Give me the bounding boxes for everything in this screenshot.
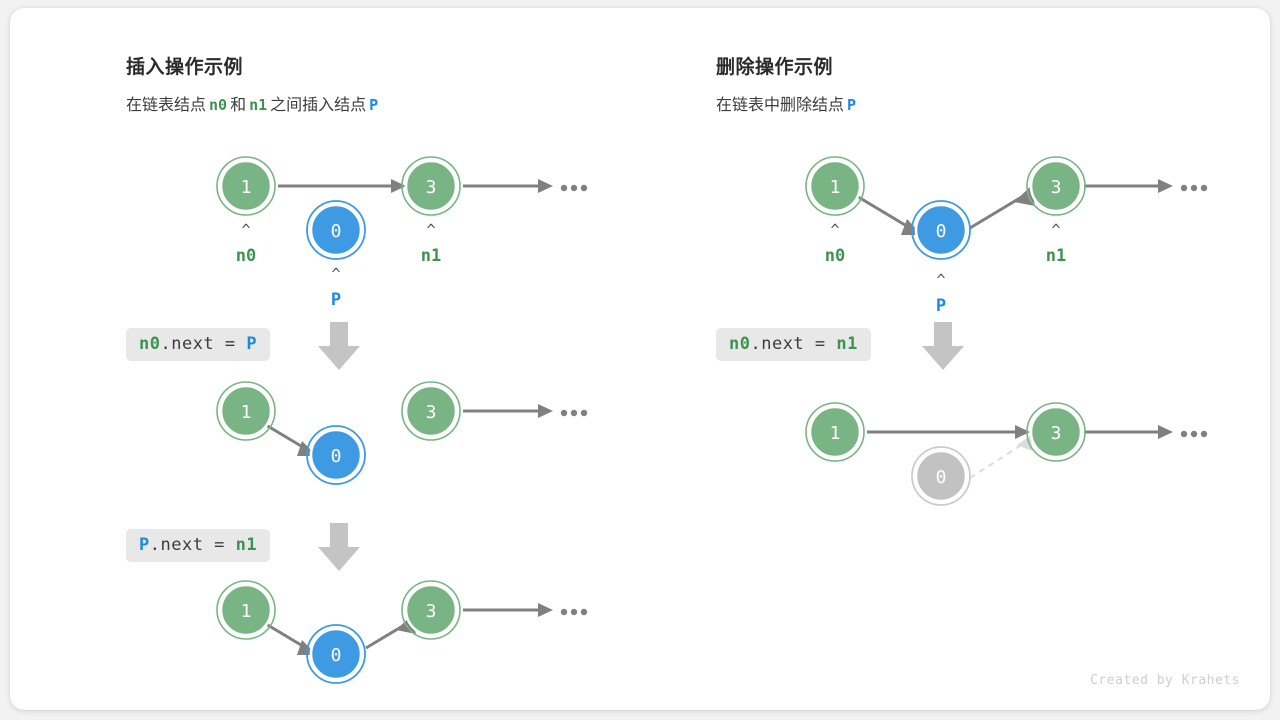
delete-code-box-1: n0.next = n1 — [716, 328, 871, 361]
arrow-n1-to-tail — [1084, 179, 1173, 193]
subtitle-text-1: 在链表结点 — [126, 97, 207, 114]
delete-step-1-diagram: 1 3 0 ^ n0 ^ n1 ^ P — [805, 156, 1208, 316]
insert-step-2-diagram: 1 3 0 — [216, 381, 588, 485]
node-p-value: 0 — [936, 221, 947, 242]
node-n0-value: 1 — [241, 177, 252, 198]
node-p-value: 0 — [331, 221, 342, 242]
node-p: 0 — [306, 425, 366, 485]
arrow-n0-to-p — [265, 622, 317, 655]
caret-icon-n1: ^ — [426, 221, 435, 239]
insert-code-box-2: P.next = n1 — [126, 529, 271, 562]
code-token-p: P — [139, 535, 150, 555]
node-n1: 3 — [401, 580, 461, 640]
down-arrow-icon-1 — [922, 322, 964, 370]
node-p-value: 0 — [331, 645, 342, 666]
node-n0-value: 1 — [241, 601, 252, 622]
code-token-next: .next = — [750, 334, 837, 354]
node-n0-value: 1 — [830, 177, 841, 198]
arrow-p-to-n1 — [969, 186, 1035, 230]
caret-icon-n1: ^ — [1051, 221, 1060, 239]
node-n0: 1 — [805, 402, 865, 462]
pointer-label-n1: n1 — [1046, 246, 1066, 266]
caret-icon-n0: ^ — [241, 221, 250, 239]
arrow-removed-to-n1-faded — [969, 435, 1032, 479]
node-n0: 1 — [216, 580, 276, 640]
node-n1-value: 3 — [426, 402, 437, 423]
arrow-n0-to-p — [265, 423, 317, 456]
arrow-n1-to-tail — [463, 404, 553, 418]
node-p-value: 0 — [331, 446, 342, 467]
arrow-n1-to-tail — [1084, 425, 1173, 439]
tail-ellipsis — [1180, 430, 1208, 438]
tail-ellipsis — [560, 608, 588, 616]
tail-ellipsis — [560, 184, 588, 192]
node-removed: 0 — [911, 446, 971, 506]
pointer-label-p: P — [936, 296, 946, 316]
code-token-n0: n0 — [139, 334, 161, 354]
node-n1: 3 — [1026, 402, 1086, 462]
code-token-p: P — [246, 334, 258, 354]
insert-step-1-diagram: 1 3 0 ^ n0 ^ n1 ^ P — [216, 156, 588, 310]
node-n0: 1 — [216, 156, 276, 216]
subtitle-code-n1: n1 — [249, 96, 268, 114]
subtitle-text-1: 在链表中删除结点 — [716, 97, 845, 114]
subtitle-code-n0: n0 — [209, 96, 228, 114]
node-n1-value: 3 — [426, 601, 437, 622]
code-token-next: .next = — [149, 535, 236, 555]
node-p: 0 — [911, 200, 971, 260]
node-n1: 3 — [1026, 156, 1086, 216]
subtitle-code-p: P — [847, 96, 857, 114]
down-arrow-icon-1 — [318, 322, 360, 370]
insert-code-box-1: n0.next = P — [126, 328, 271, 361]
delete-panel-title: 删除操作示例 — [716, 57, 834, 78]
code-token-n1: n1 — [836, 334, 858, 354]
arrow-n1-to-tail — [463, 603, 553, 617]
pointer-label-p: P — [331, 290, 341, 310]
arrow-n0-to-n1 — [867, 425, 1030, 439]
code-token-n1: n1 — [235, 535, 258, 555]
tail-ellipsis — [1180, 184, 1208, 192]
node-n1-value: 3 — [426, 177, 437, 198]
node-n0-value: 1 — [241, 402, 252, 423]
node-p: 0 — [306, 624, 366, 684]
caret-icon-p: ^ — [936, 271, 945, 289]
pointer-label-n0: n0 — [236, 246, 256, 266]
node-n1: 3 — [401, 156, 461, 216]
arrow-n1-to-tail — [463, 179, 553, 193]
caret-icon-p: ^ — [331, 265, 340, 283]
node-n0-value: 1 — [830, 423, 841, 444]
node-n0: 1 — [805, 156, 865, 216]
insert-panel-title: 插入操作示例 — [126, 57, 244, 78]
tail-ellipsis — [560, 409, 588, 417]
code-token-next: .next = — [160, 334, 247, 354]
node-n1-value: 3 — [1051, 423, 1062, 444]
node-removed-value: 0 — [936, 467, 947, 488]
node-p: 0 — [306, 200, 366, 260]
pointer-label-n0: n0 — [825, 246, 845, 266]
node-n0: 1 — [216, 381, 276, 441]
down-arrow-icon-2 — [318, 523, 360, 571]
credit-text: Created by Krahets — [1090, 673, 1240, 688]
node-n1: 3 — [401, 381, 461, 441]
caret-icon-n0: ^ — [830, 221, 839, 239]
code-token-n0: n0 — [729, 334, 751, 354]
subtitle-code-p: P — [369, 96, 379, 114]
insert-step-3-diagram: 1 3 0 — [216, 580, 588, 684]
subtitle-text-2: 和 — [230, 97, 247, 114]
pointer-label-n1: n1 — [421, 246, 441, 266]
arrow-n0-to-n1 — [278, 179, 406, 193]
delete-step-2-diagram: 1 3 0 — [805, 402, 1208, 506]
node-n1-value: 3 — [1051, 177, 1062, 198]
subtitle-text-3: 之间插入结点 — [270, 97, 367, 114]
